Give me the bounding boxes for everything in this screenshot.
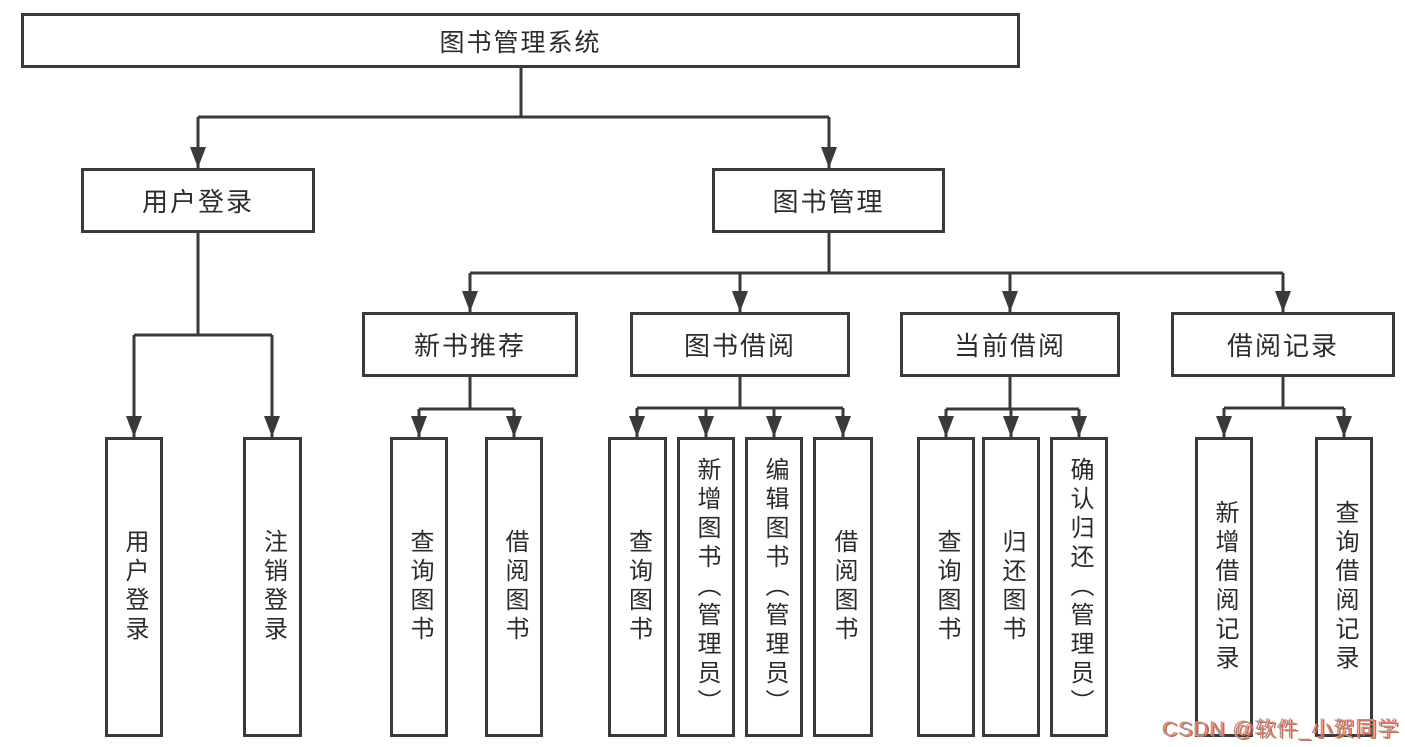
leaf-return-books: 归还图书 <box>982 437 1040 737</box>
leaf-borrow-books-borrow: 借阅图书 <box>813 437 873 737</box>
leaf-confirm-return-admin: 确认归还（管理员） <box>1050 437 1108 737</box>
node-current-borrow: 当前借阅 <box>900 312 1120 377</box>
leaf-query-books-current: 查询图书 <box>917 437 975 737</box>
leaf-query-books-recommend: 查询图书 <box>390 437 448 737</box>
node-new-book-recommend: 新书推荐 <box>362 312 578 377</box>
node-user-login: 用户登录 <box>81 168 315 233</box>
leaf-add-books-admin: 新增图书（管理员） <box>677 437 735 737</box>
node-book-management: 图书管理 <box>712 168 945 233</box>
leaf-borrow-books-recommend: 借阅图书 <box>485 437 543 737</box>
leaf-edit-books-admin: 编辑图书（管理员） <box>745 437 803 737</box>
leaf-add-borrow-record: 新增借阅记录 <box>1195 437 1253 737</box>
node-borrow-records: 借阅记录 <box>1171 312 1395 377</box>
leaf-query-borrow-record: 查询借阅记录 <box>1315 437 1373 737</box>
node-book-borrow: 图书借阅 <box>630 312 850 377</box>
leaf-user-login: 用户登录 <box>105 437 163 737</box>
leaf-logout-login: 注销登录 <box>243 437 302 737</box>
leaf-query-books-borrow: 查询图书 <box>608 437 667 737</box>
node-library-system: 图书管理系统 <box>21 13 1020 68</box>
csdn-watermark: CSDN @软件_小贺同学 <box>1161 718 1399 741</box>
